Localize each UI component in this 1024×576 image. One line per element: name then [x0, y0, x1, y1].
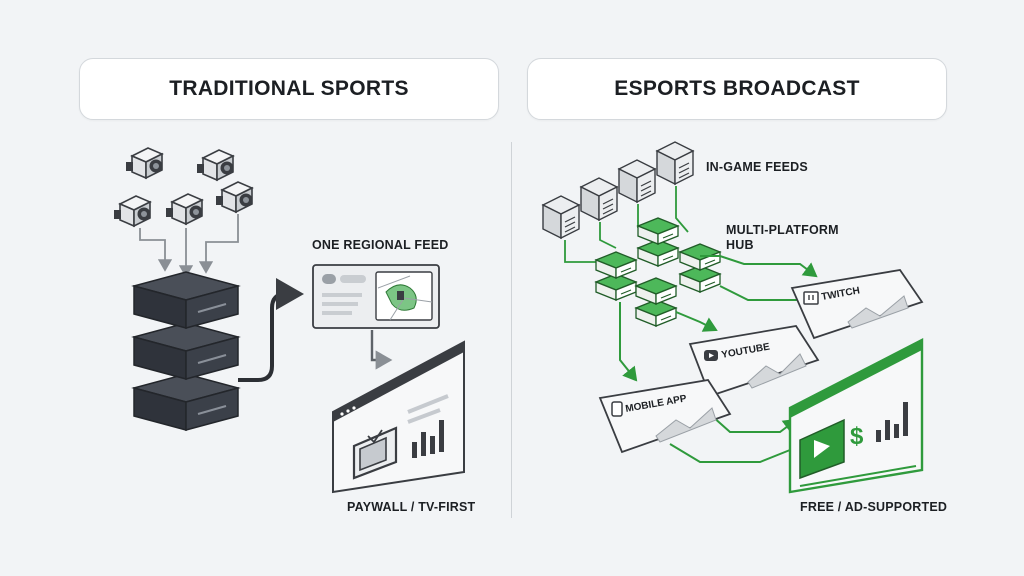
bar-chart-icon: [876, 402, 908, 442]
camera-icon: [165, 193, 204, 225]
traditional-sports-heading: TRADITIONAL SPORTS: [79, 58, 499, 120]
regional-feed-card: [312, 264, 440, 329]
youtube-card: YOUTUBE: [688, 325, 820, 398]
bar-chart-icon: [412, 420, 444, 458]
hub-distribution-lines: [619, 255, 818, 463]
camera-icon: [196, 149, 235, 181]
tv-icon: [352, 426, 398, 480]
twitch-icon: [803, 291, 819, 305]
camera-feed-arrows: [139, 214, 239, 278]
youtube-icon: [704, 350, 718, 361]
camera-icon: [125, 147, 164, 179]
twitch-card: TWITCH: [790, 269, 924, 340]
paywall-screen: [332, 340, 465, 494]
map-icon: [375, 271, 433, 321]
feed-to-tv-arrow: [370, 330, 393, 370]
play-icon: [799, 418, 845, 480]
paywall-label: PAYWALL / TV-FIRST: [347, 500, 476, 514]
mobile-app-card: MOBILE APP: [598, 379, 732, 454]
esports-broadcast-heading: ESPORTS BROADCAST: [527, 58, 947, 120]
regional-feed-label: ONE REGIONAL FEED: [312, 238, 449, 252]
center-divider: [511, 142, 512, 518]
free-ad-supported-screen: $: [788, 338, 924, 494]
camera-icon: [215, 181, 254, 213]
multi-platform-hub: [595, 217, 721, 327]
camera-icon: [113, 195, 152, 227]
multi-platform-hub-label: MULTI-PLATFORM HUB: [726, 223, 839, 252]
free-ad-supported-label: FREE / AD-SUPPORTED: [800, 500, 948, 514]
dollar-icon: $: [850, 423, 864, 450]
server-icon: [133, 271, 239, 431]
in-game-feeds-label: IN-GAME FEEDS: [706, 160, 808, 174]
server-to-feed-arrow: [238, 278, 304, 382]
phone-icon: [611, 401, 623, 417]
feed-to-hub-lines: [564, 186, 689, 263]
